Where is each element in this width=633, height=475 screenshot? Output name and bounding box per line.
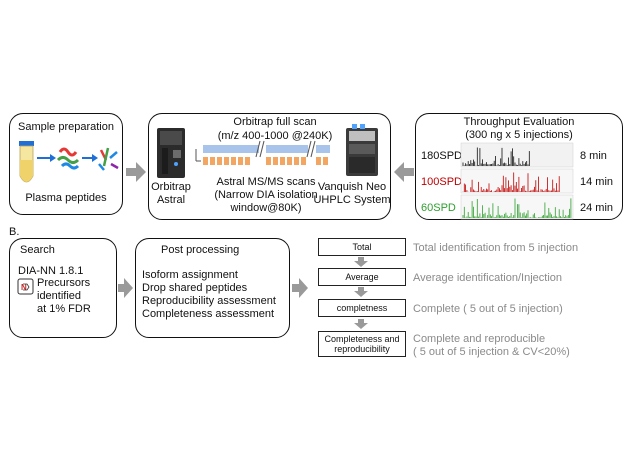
flow-box-total: Total [318,238,406,256]
scans-line3: window@80K) [230,202,302,214]
throughput-label-100spd: 100SPD [421,176,462,188]
throughput-label-60spd: 60SPD [421,202,456,214]
search-title: Search [20,244,55,256]
throughput-title-line2: (300 ng x 5 injections) [465,129,573,141]
ms-title-line1: Orbitrap full scan [233,116,317,128]
flow-label-cr-line2: reproducibility [334,344,390,354]
flow-desc-cr-line1: Complete and reproducible [413,333,546,345]
arrow-right-icon [292,278,308,298]
flow-box-average: Average [318,268,406,286]
panel-b-label: B. [9,226,20,238]
search-fdr: at 1% FDR [37,303,91,315]
arrow-right-icon [126,162,146,182]
instrument-left-line2: Astral [156,194,186,206]
throughput-time-14min: 14 min [580,176,614,188]
scans-line1: Astral MS/MS scans [216,176,316,188]
flow-box-completeness: completness [318,299,406,317]
throughput-time-8min: 8 min [580,150,607,162]
sample-preparation-caption: Plasma peptides [25,192,107,204]
arrow-down-icon [354,287,368,297]
search-software: DIA-NN 1.8.1 [18,265,84,277]
arrow-down-icon [354,319,368,329]
instrument-right-line1: Vanquish Neo [317,181,387,193]
flow-label-total: Total [352,242,372,252]
flow-label-cr-line1: Completeness and [324,334,400,344]
flow-desc-average: Average identification/Injection [413,272,563,284]
flow-desc-cr-line2: ( 5 out of 5 injection & CV<20%) [413,346,570,358]
post-processing-title: Post processing [161,244,240,256]
post-item-reproducibility: Reproducibility assessment [142,295,276,307]
post-item-completeness: Completeness assessment [142,308,275,320]
arrow-down-icon [354,257,368,267]
post-processing-box [135,238,290,338]
instrument-left-line1: Orbitrap [151,181,191,193]
flow-desc-completeness: Complete ( 5 out of 5 injection) [413,303,563,315]
instrument-right-line2: UHPLC System [313,194,391,206]
post-item-shared: Drop shared peptides [142,282,248,294]
arrow-left-icon [394,162,414,182]
post-item-isoform: Isoform assignment [142,269,238,281]
search-identified: identified [37,290,82,302]
arrow-right-icon [118,278,133,298]
flow-box-completeness-reproducibility: Completeness and reproducibility [318,331,406,357]
ms-title-line2: (m/z 400-1000 @240K) [217,130,333,142]
sample-preparation-title: Sample preparation [17,121,114,133]
throughput-time-24min: 24 min [580,202,614,214]
flow-desc-total: Total identification from 5 injection [413,242,579,254]
flow-label-average: Average [345,272,379,282]
search-precursors: Precursors [37,277,91,289]
scans-line2: (Narrow DIA isolation [214,189,318,201]
throughput-label-180spd: 180SPD [421,150,462,162]
flow-label-completeness: completness [336,303,388,313]
throughput-title-line1: Throughput Evaluation [463,116,575,128]
